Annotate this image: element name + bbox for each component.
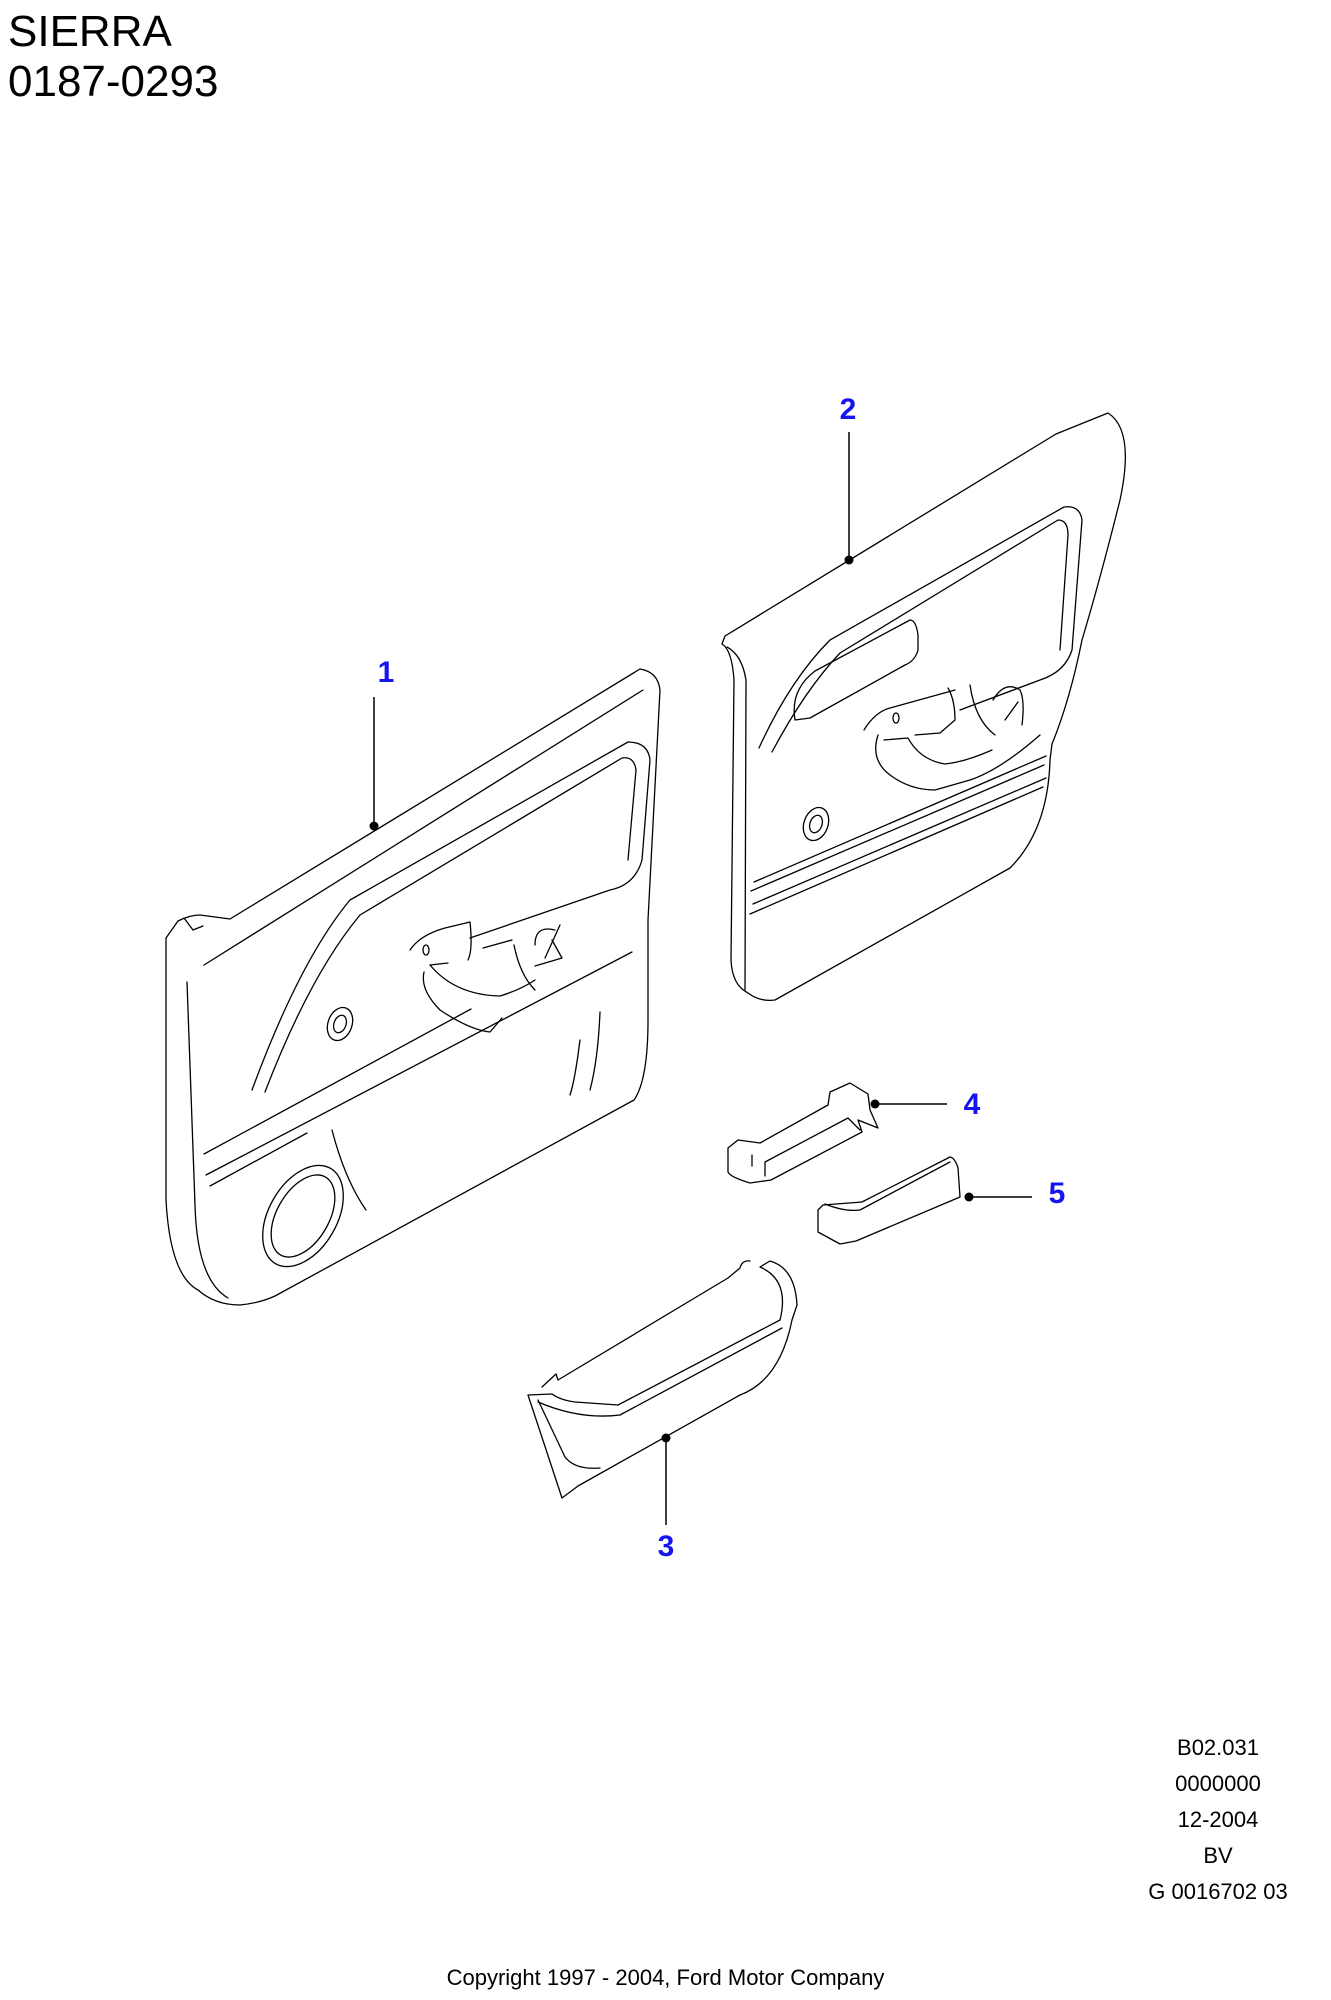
meta-section-code: B02.031 [1177,1735,1259,1760]
meta-drawing-number: G 0016702 03 [1148,1879,1288,1904]
meta-date: 12-2004 [1177,1807,1259,1832]
front-door-panel-drawing [165,668,661,1306]
map-pocket-drawing [527,1260,798,1499]
year-range-title: 0187-0293 [8,57,219,106]
callout-2[interactable]: 2 [839,393,857,426]
leader-dot-3 [661,1433,671,1443]
meta-code: 0000000 [1175,1771,1261,1796]
rear-door-panel-drawing [721,412,1126,1001]
callout-5[interactable]: 5 [1048,1177,1066,1210]
leader-dot-4 [870,1099,880,1109]
armrest-drawing [817,1156,961,1245]
copyright-notice: Copyright 1997 - 2004, Ford Motor Compan… [446,1965,885,1990]
meta-author: BV [1203,1843,1233,1868]
pull-handle-drawing [727,1082,879,1184]
drawing-meta-block: B02.031 0000000 12-2004 BV G 0016702 03 [1123,1730,1313,1910]
leader-dot-1 [369,821,379,831]
leader-dot-2 [844,555,854,565]
model-title: SIERRA [8,7,172,56]
callout-3[interactable]: 3 [657,1530,675,1563]
leader-dot-5 [964,1192,974,1202]
callout-4[interactable]: 4 [963,1088,981,1121]
callout-1[interactable]: 1 [377,656,395,689]
